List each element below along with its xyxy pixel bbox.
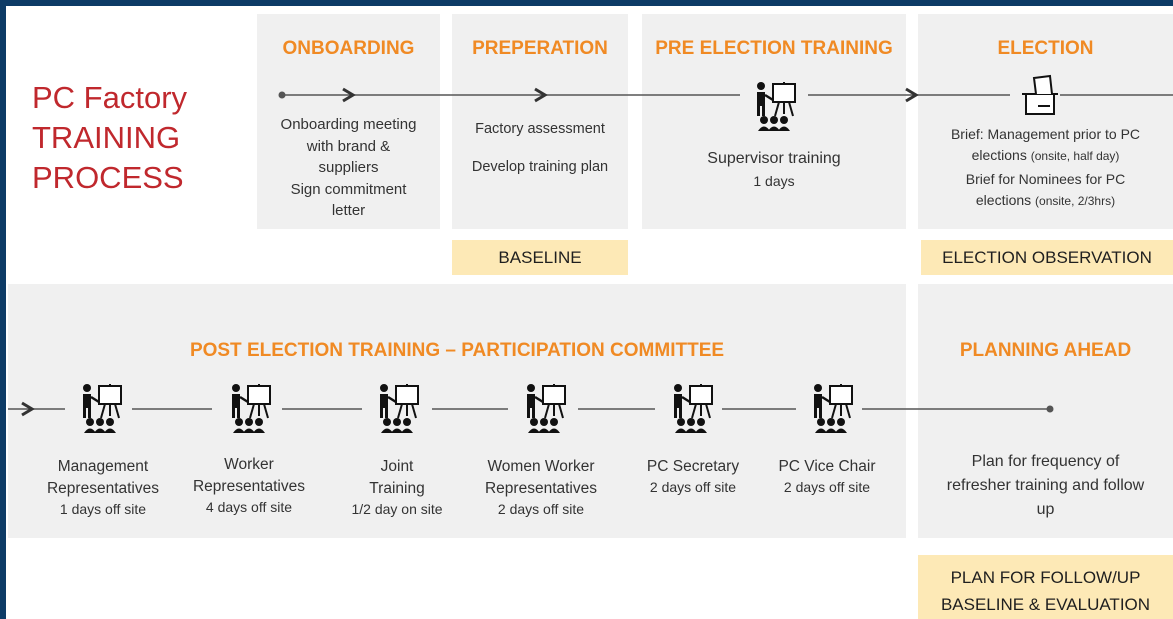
onboarding-header: ONBOARDING <box>282 38 415 59</box>
election-description: Brief: Management prior to PC elections … <box>950 126 1141 208</box>
preparation-description: Factory assessment Develop training plan <box>471 121 609 175</box>
supervisor-training-duration: 1 days <box>753 173 795 189</box>
election-panel <box>918 14 1173 229</box>
training-women-worker-representatives: Women Worker Representatives 2 days off … <box>484 458 597 517</box>
preparation-header: PREPERATION <box>472 38 608 59</box>
trainer-icon <box>81 382 123 435</box>
post-election-panel <box>8 284 906 538</box>
baseline-badge: BASELINE <box>452 240 628 275</box>
training-joint: Joint Training 1/2 day on site <box>351 458 443 517</box>
trainer-icon <box>378 382 420 435</box>
pre-election-header: PRE ELECTION TRAINING <box>655 38 893 59</box>
trainer-icon <box>755 80 797 133</box>
training-pc-secretary: PC Secretary 2 days off site <box>646 458 740 495</box>
top-timeline <box>278 87 1173 103</box>
supervisor-training-label: Supervisor training <box>707 150 841 167</box>
page-title: PC Factory TRAINING PROCESS <box>32 80 188 195</box>
onboarding-panel <box>257 14 440 229</box>
planning-description: Plan for frequency of refresher training… <box>946 453 1145 518</box>
training-pc-vice-chair: PC Vice Chair 2 days off site <box>778 458 876 495</box>
trainer-icon <box>812 382 854 435</box>
ballot-box-icon <box>1021 75 1059 115</box>
election-header: ELECTION <box>997 38 1094 59</box>
planning-ahead-header: PLANNING AHEAD <box>959 340 1132 361</box>
trainer-icon <box>672 382 714 435</box>
trainer-icon <box>230 382 272 435</box>
bottom-timeline <box>8 401 1054 417</box>
training-worker-representatives: Worker Representatives 4 days off site <box>192 456 305 515</box>
frame-left <box>0 0 6 619</box>
election-observation-badge: ELECTION OBSERVATION <box>921 240 1173 275</box>
post-election-header: POST ELECTION TRAINING – PARTICIPATION C… <box>189 340 725 361</box>
preparation-panel <box>452 14 628 229</box>
training-management-representatives: Management Representatives 1 days off si… <box>46 458 159 517</box>
follow-up-badge: PLAN FOR FOLLOW/UP BASELINE & EVALUATION <box>918 555 1173 619</box>
frame-top <box>0 0 1173 6</box>
onboarding-description: Onboarding meeting with brand & supplier… <box>280 116 417 219</box>
planning-panel <box>918 284 1173 538</box>
trainer-icon <box>525 382 567 435</box>
